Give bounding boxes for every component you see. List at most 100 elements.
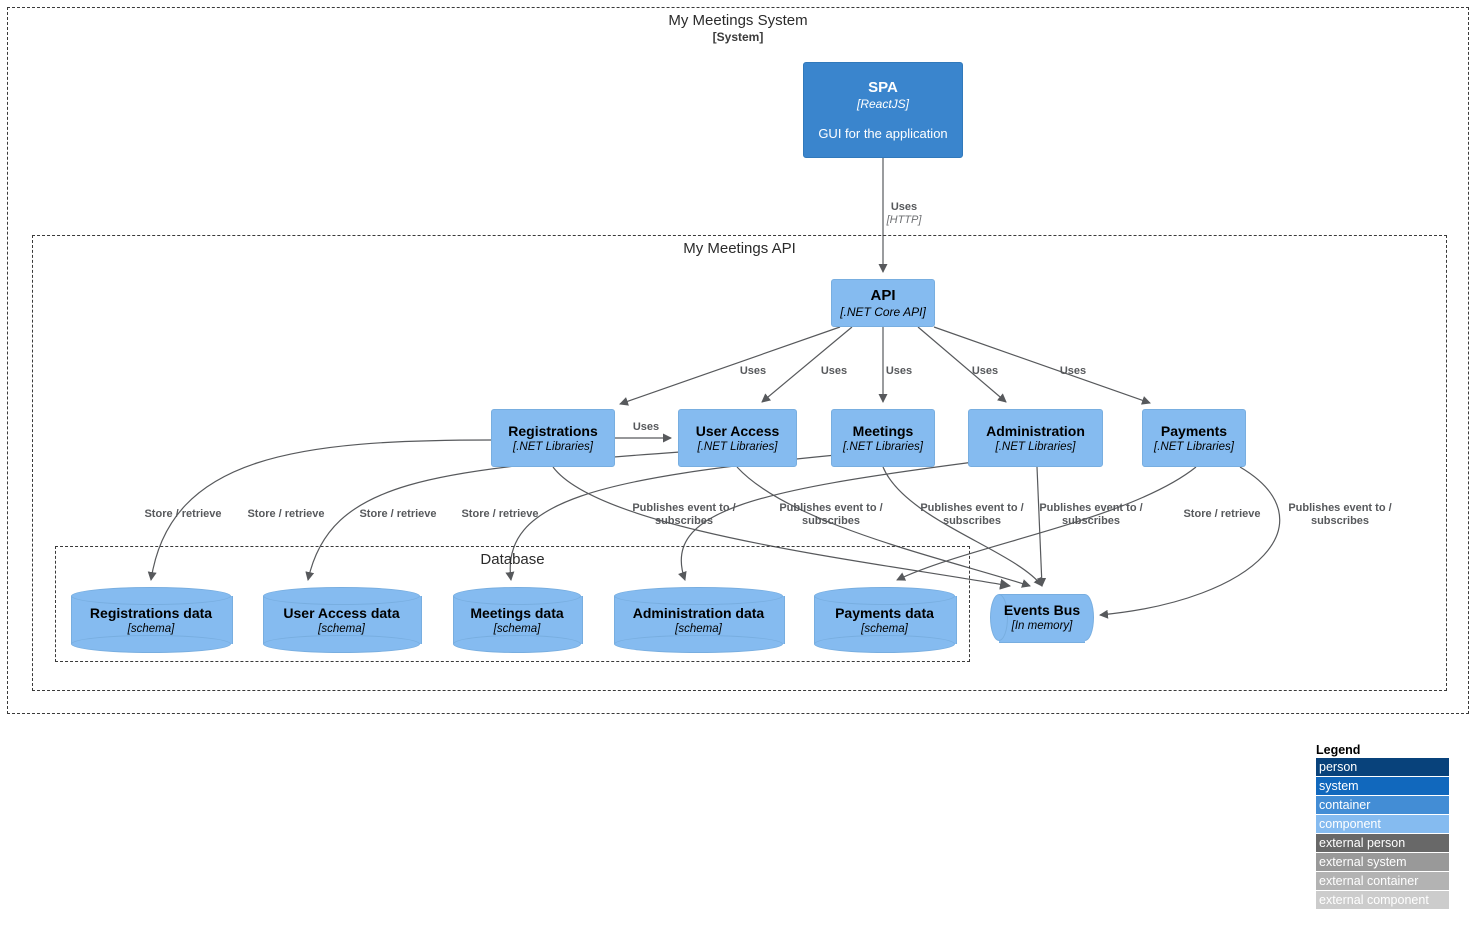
db-top-ellipse bbox=[453, 587, 581, 605]
queue-events-bus-name: Events Bus bbox=[1003, 602, 1081, 618]
edge-label-text: Uses bbox=[820, 365, 848, 377]
node-payments-tech: [.NET Libraries] bbox=[1154, 440, 1234, 453]
legend-item-system: system bbox=[1316, 777, 1449, 795]
edge-label-text: Store / retrieve bbox=[247, 508, 325, 520]
db-meetings-data-tech: [schema] bbox=[493, 622, 541, 635]
edge-label-text: Publishes event to / subscribes bbox=[1288, 502, 1392, 527]
node-payments-name: Payments bbox=[1160, 422, 1228, 439]
db-top-ellipse bbox=[814, 587, 955, 605]
node-payments[interactable]: Payments [.NET Libraries] bbox=[1142, 409, 1246, 467]
node-registrations-tech: [.NET Libraries] bbox=[513, 440, 593, 453]
edge-label-api-registrations: Uses bbox=[718, 365, 788, 378]
boundary-title-my-meetings-system: My Meetings System [System] bbox=[7, 12, 1469, 46]
edge-label-spa-api: Uses [HTTP] bbox=[868, 188, 940, 240]
node-administration-tech: [.NET Libraries] bbox=[995, 440, 1076, 453]
edge-label-text: Publishes event to / subscribes bbox=[1039, 502, 1143, 527]
edge-label-api-payments: Uses bbox=[1038, 365, 1108, 378]
node-spa-name: SPA bbox=[868, 78, 898, 96]
db-user-access-data[interactable]: User Access data [schema] bbox=[263, 587, 422, 653]
db-registrations-data-name: Registrations data bbox=[89, 604, 213, 621]
db-payments-data-name: Payments data bbox=[835, 604, 934, 621]
edge-label-store-registrations: Store / retrieve bbox=[133, 508, 233, 521]
legend-item-external-container: external container bbox=[1316, 872, 1449, 890]
legend-title: Legend bbox=[1316, 743, 1361, 757]
edge-label-text: Publishes event to / subscribes bbox=[779, 502, 883, 527]
node-user-access-tech: [.NET Libraries] bbox=[697, 440, 778, 453]
edge-label-text: Store / retrieve bbox=[144, 508, 222, 520]
db-user-access-data-tech: [schema] bbox=[318, 622, 365, 635]
edge-label-store-user-access: Store / retrieve bbox=[236, 508, 336, 521]
boundary-label-api: My Meetings API bbox=[683, 240, 796, 257]
node-meetings[interactable]: Meetings [.NET Libraries] bbox=[831, 409, 935, 467]
edge-label-store-meetings: Store / retrieve bbox=[348, 508, 448, 521]
db-user-access-data-name: User Access data bbox=[283, 604, 400, 621]
legend-item-external-person: external person bbox=[1316, 834, 1449, 852]
edge-label-publish-user-access: Publishes event to / subscribes bbox=[772, 502, 890, 528]
edge-label-registrations-user-access: Uses bbox=[613, 421, 679, 434]
edge-label-text: Publishes event to / subscribes bbox=[632, 502, 736, 527]
boundary-title-my-meetings-api: My Meetings API bbox=[32, 240, 1447, 257]
node-administration[interactable]: Administration [.NET Libraries] bbox=[968, 409, 1103, 467]
node-user-access-name: User Access bbox=[695, 422, 780, 439]
edge-label-text: Store / retrieve bbox=[1183, 508, 1261, 520]
queue-left-cap bbox=[990, 594, 1008, 641]
db-bottom-ellipse bbox=[614, 635, 783, 653]
edge-label-api-administration: Uses bbox=[950, 365, 1020, 378]
boundary-my-meetings-api bbox=[32, 235, 1447, 691]
node-registrations-name: Registrations bbox=[508, 422, 598, 439]
edge-label-text: Uses bbox=[885, 365, 913, 377]
db-registrations-data[interactable]: Registrations data [schema] bbox=[71, 587, 233, 653]
node-registrations[interactable]: Registrations [.NET Libraries] bbox=[491, 409, 615, 467]
node-administration-name: Administration bbox=[986, 422, 1085, 439]
node-api-tech: [.NET Core API] bbox=[840, 305, 926, 319]
db-bottom-ellipse bbox=[814, 635, 955, 653]
edge-label-api-meetings: Uses bbox=[864, 365, 934, 378]
db-meetings-data-name: Meetings data bbox=[470, 604, 564, 621]
edge-label-text: Uses bbox=[739, 365, 767, 377]
boundary-sublabel-system: [System] bbox=[712, 30, 764, 44]
db-top-ellipse bbox=[263, 587, 420, 605]
boundary-label-system: My Meetings System bbox=[668, 12, 808, 29]
db-payments-data-tech: [schema] bbox=[861, 622, 908, 635]
db-bottom-ellipse bbox=[263, 635, 420, 653]
boundary-database bbox=[55, 546, 970, 662]
queue-events-bus-tech: [In memory] bbox=[1011, 620, 1073, 632]
legend-item-external-component: external component bbox=[1316, 891, 1449, 909]
db-payments-data[interactable]: Payments data [schema] bbox=[814, 587, 957, 653]
legend-item-external-system: external system bbox=[1316, 853, 1449, 871]
edge-label-text: Uses bbox=[1059, 365, 1087, 377]
node-spa-tech: [ReactJS] bbox=[856, 96, 910, 111]
node-api[interactable]: API [.NET Core API] bbox=[831, 279, 935, 327]
edge-label-text: Store / retrieve bbox=[359, 508, 437, 520]
edge-label-text: Uses bbox=[890, 201, 918, 213]
db-administration-data[interactable]: Administration data [schema] bbox=[614, 587, 785, 653]
boundary-title-database: Database bbox=[55, 551, 970, 568]
db-registrations-data-tech: [schema] bbox=[127, 622, 175, 635]
queue-events-bus[interactable]: Events Bus [In memory] bbox=[990, 594, 1094, 643]
node-spa[interactable]: SPA [ReactJS] GUI for the application bbox=[803, 62, 963, 158]
db-administration-data-name: Administration data bbox=[632, 604, 765, 621]
node-meetings-name: Meetings bbox=[852, 422, 914, 439]
edge-label-text: Uses bbox=[971, 365, 999, 377]
edge-label-tech: [HTTP] bbox=[886, 214, 922, 226]
edge-label-publish-payments: Publishes event to / subscribes bbox=[1281, 502, 1399, 528]
boundary-label-database: Database bbox=[480, 551, 545, 568]
edge-label-text: Uses bbox=[632, 421, 660, 433]
edge-label-text: Store / retrieve bbox=[461, 508, 539, 520]
queue-body bbox=[999, 594, 1085, 643]
boundary-my-meetings-system bbox=[7, 7, 1469, 714]
node-meetings-tech: [.NET Libraries] bbox=[843, 440, 923, 453]
db-administration-data-tech: [schema] bbox=[675, 622, 722, 635]
edge-label-publish-registrations: Publishes event to / subscribes bbox=[625, 502, 743, 528]
db-top-ellipse bbox=[71, 587, 231, 605]
node-api-name: API bbox=[870, 287, 896, 304]
edge-label-text: Publishes event to / subscribes bbox=[920, 502, 1024, 527]
db-meetings-data[interactable]: Meetings data [schema] bbox=[453, 587, 583, 653]
edge-label-api-user-access: Uses bbox=[799, 365, 869, 378]
node-user-access[interactable]: User Access [.NET Libraries] bbox=[678, 409, 797, 467]
db-bottom-ellipse bbox=[71, 635, 231, 653]
db-top-ellipse bbox=[614, 587, 783, 605]
db-bottom-ellipse bbox=[453, 635, 581, 653]
